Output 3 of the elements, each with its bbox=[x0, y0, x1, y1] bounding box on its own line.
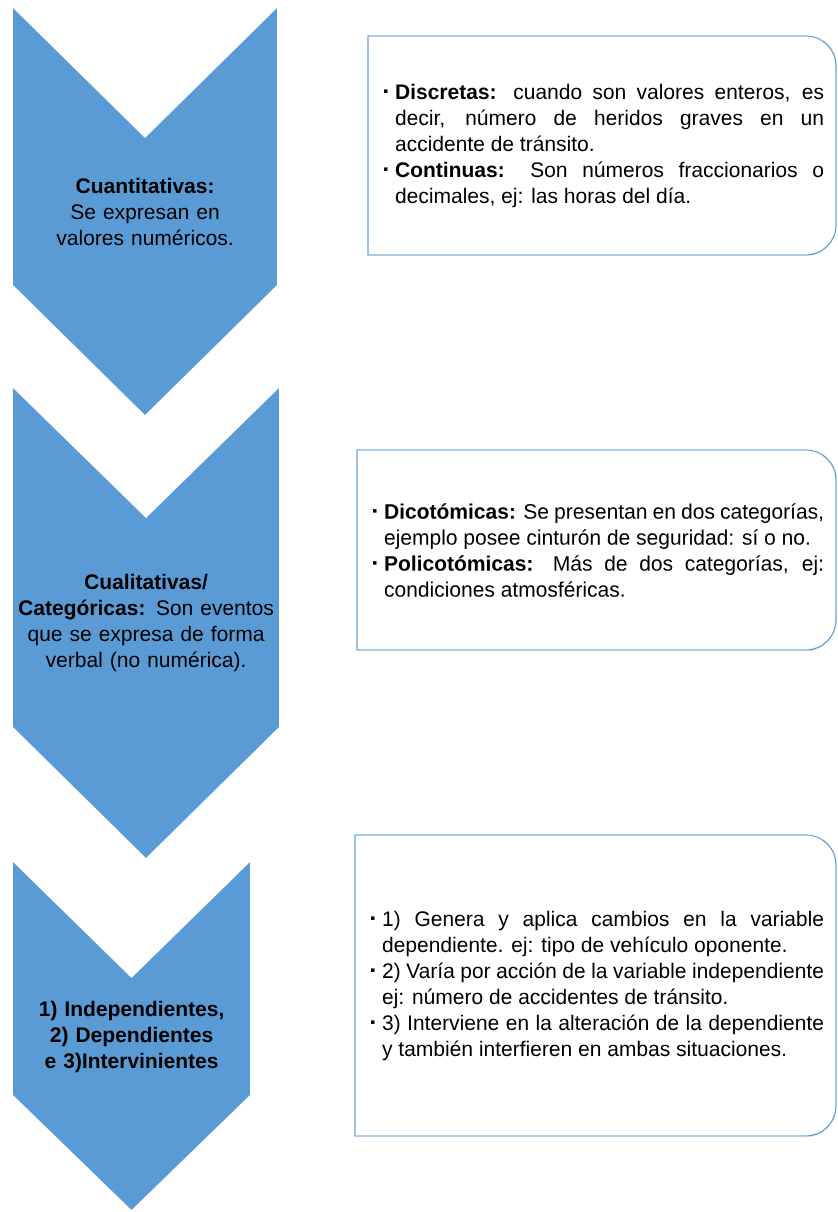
text-box: 1) Genera y aplica cambios en la variable dependiente. ej: tipo de vehículo oponente. 2) Varía por acción de la variable independiente ej: número de accidentes de tránsito. 3) Interviene en la alteración de la dependiente y también interfieren en ambas situaciones. bbox=[354, 834, 837, 1137]
text-box: Dicotómicas: Se presentan en dos categorías, ejemplo posee cinturón de seguridad: sí o no. Policotómicas: Más de dos categorías, ej: condiciones atmosféricas. bbox=[356, 449, 837, 651]
text-box: Discretas: cuando son valores enteros, es decir, número de heridos graves en un accidente de tránsito. Continuas: Son números fraccionarios o decimales, ej: las horas del día. bbox=[367, 35, 837, 256]
